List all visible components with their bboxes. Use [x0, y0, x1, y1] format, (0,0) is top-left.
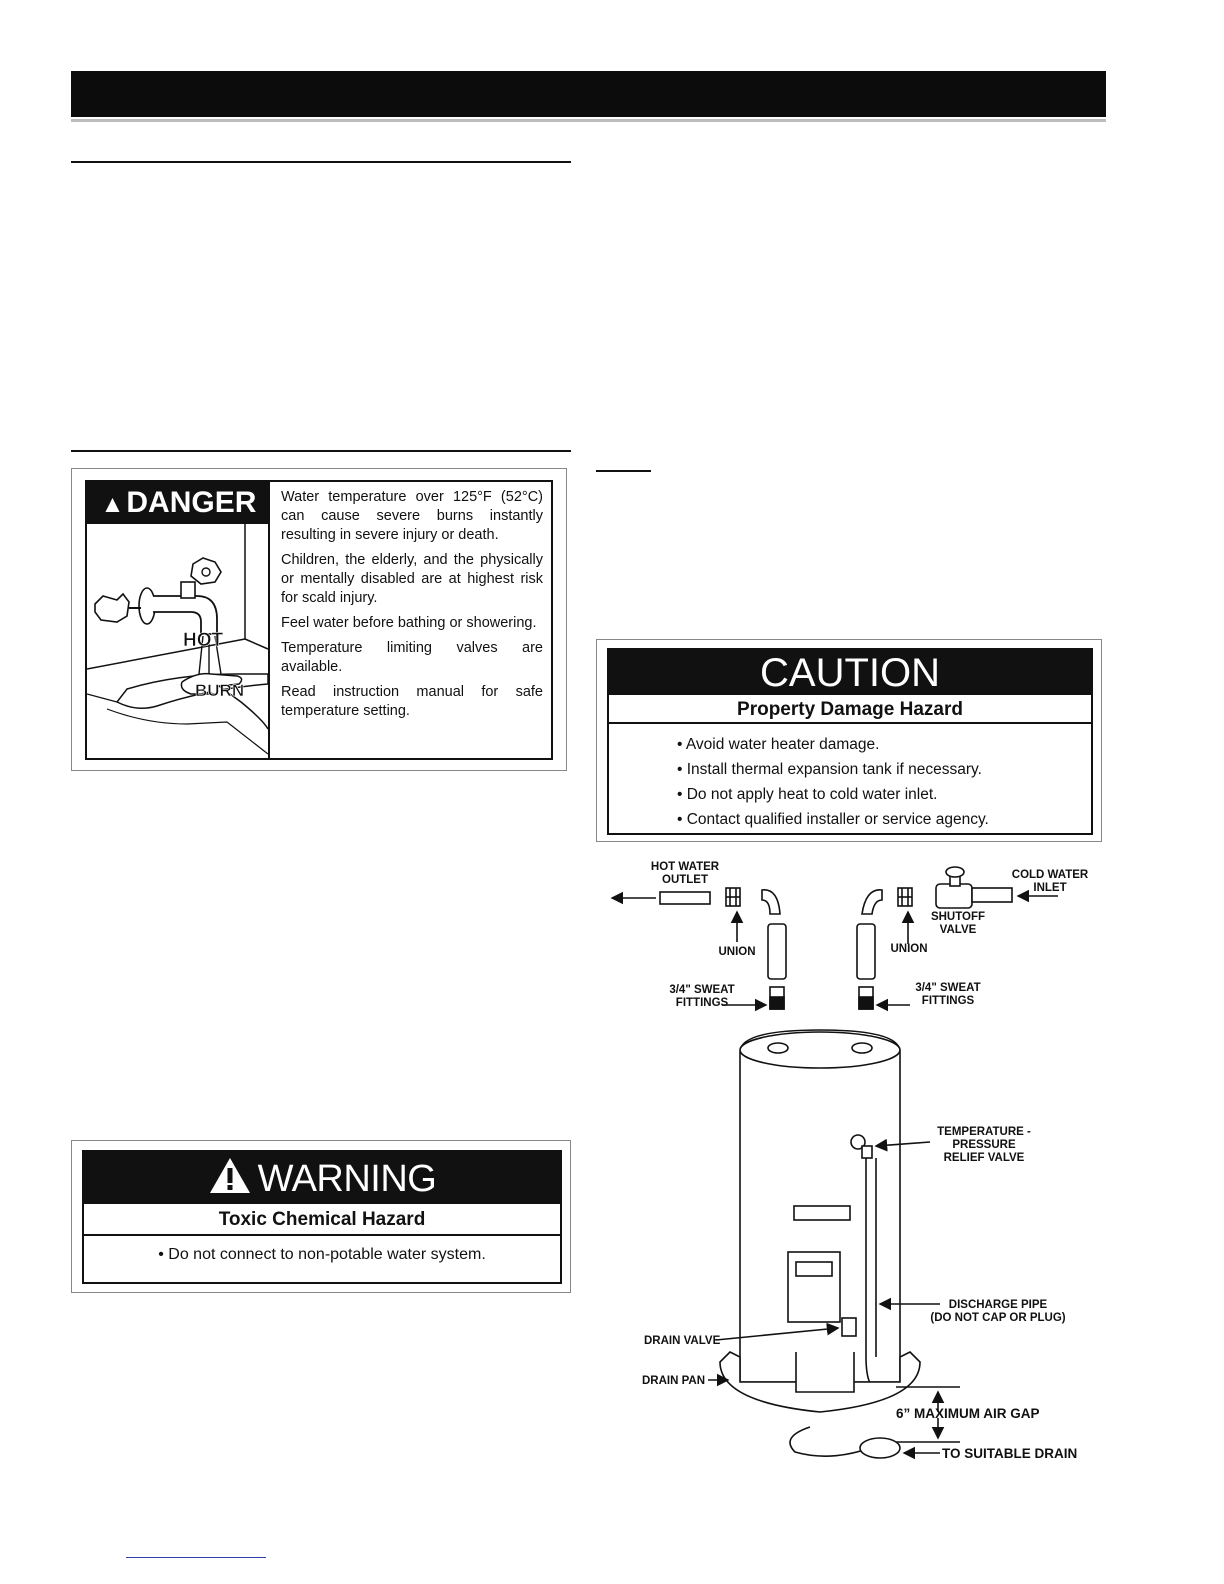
caution-item: • Do not apply heat to cold water inlet. [677, 786, 938, 803]
warning-triangle-icon [209, 1158, 250, 1193]
hot-outlet-pipe [659, 891, 711, 905]
warning-label: WARNING Toxic Chemical Hazard • Do not c… [71, 1140, 571, 1293]
danger-paragraph: Water temperature over 125°F (52°C) can … [281, 489, 543, 543]
caution-hazard-title: Property Damage Hazard [609, 695, 1091, 724]
danger-paragraph: Read instruction manual for safe tempera… [281, 684, 543, 719]
suitable-drain-label: TO SUITABLE DRAIN [942, 1446, 1077, 1461]
sweat-fittings-label-left: FITTINGS [676, 997, 729, 1009]
danger-paragraph: Feel water before bathing or showering. [281, 615, 537, 631]
danger-paragraph: Children, the elderly, and the physicall… [281, 552, 543, 606]
cold-water-inlet-label: INLET [1033, 882, 1066, 894]
danger-paragraph: Temperature limiting valves are availabl… [281, 640, 543, 675]
warning-item: • Do not connect to non-potable water sy… [158, 1246, 486, 1263]
caution-item: • Contact qualified installer or service… [677, 811, 989, 828]
caution-signal-word: CAUTION [609, 650, 1091, 695]
tp-valve-label: TEMPERATURE - [937, 1126, 1031, 1138]
section-rule-right [596, 470, 651, 472]
danger-signal-word: DANGER [126, 486, 257, 519]
sweat-fittings-label-right: FITTINGS [922, 995, 975, 1007]
sweat-fittings-label-left: 3/4" SWEAT [669, 984, 734, 996]
danger-header: ▲DANGER [87, 482, 270, 524]
footer-link-rule [126, 1557, 266, 1558]
hot-text: HOT [183, 630, 224, 651]
caution-label: CAUTION Property Damage Hazard • Avoid w… [596, 639, 1102, 842]
hot-water-outlet-label: OUTLET [662, 874, 708, 886]
hot-water-outlet-label: HOT WATER [651, 861, 720, 873]
union-label-left: UNION [718, 946, 755, 958]
discharge-pipe-label: DISCHARGE PIPE [949, 1299, 1048, 1311]
header-underline [71, 119, 1106, 122]
cold-water-inlet-label: COLD WATER [1012, 869, 1089, 881]
drain-pan-label: DRAIN PAN [642, 1375, 705, 1387]
tp-valve-label: PRESSURE [952, 1139, 1016, 1151]
section-rule-mid-left [71, 450, 571, 452]
air-gap-label: 6” MAXIMUM AIR GAP [896, 1406, 1040, 1421]
water-heater-installation-diagram: HOT WATER OUTLET COLD WATER INLET SHUTOF… [610, 861, 1089, 1461]
burn-text: BURN [195, 681, 244, 700]
section-rule-top-left [71, 161, 571, 163]
warning-header: WARNING [84, 1152, 560, 1204]
caution-item: • Avoid water heater damage. [677, 736, 880, 753]
warning-signal-word: WARNING [257, 1158, 437, 1200]
scald-hazard-illustration: HOT BURN [86, 524, 270, 758]
warning-hazard-title: Toxic Chemical Hazard [84, 1204, 560, 1236]
faucet-hand-icon: HOT BURN [86, 524, 269, 755]
tp-valve-label: RELIEF VALVE [944, 1152, 1025, 1164]
danger-label: ▲DANGER [71, 468, 567, 771]
discharge-pipe-label: (DO NOT CAP OR PLUG) [930, 1312, 1065, 1324]
caution-item: • Install thermal expansion tank if nece… [677, 761, 982, 778]
shutoff-valve-label: SHUTOFF [931, 911, 985, 923]
section-header-bar [71, 71, 1106, 117]
union-label-right: UNION [890, 943, 927, 955]
drain-valve-label: DRAIN VALVE [644, 1335, 721, 1347]
sweat-fittings-label-right: 3/4" SWEAT [915, 982, 980, 994]
caution-items: • Avoid water heater damage. • Install t… [677, 732, 989, 832]
warning-triangle-icon: ▲ [100, 491, 125, 518]
danger-message: Water temperature over 125°F (52°C) can … [281, 488, 543, 727]
shutoff-valve-label: VALVE [940, 924, 977, 936]
